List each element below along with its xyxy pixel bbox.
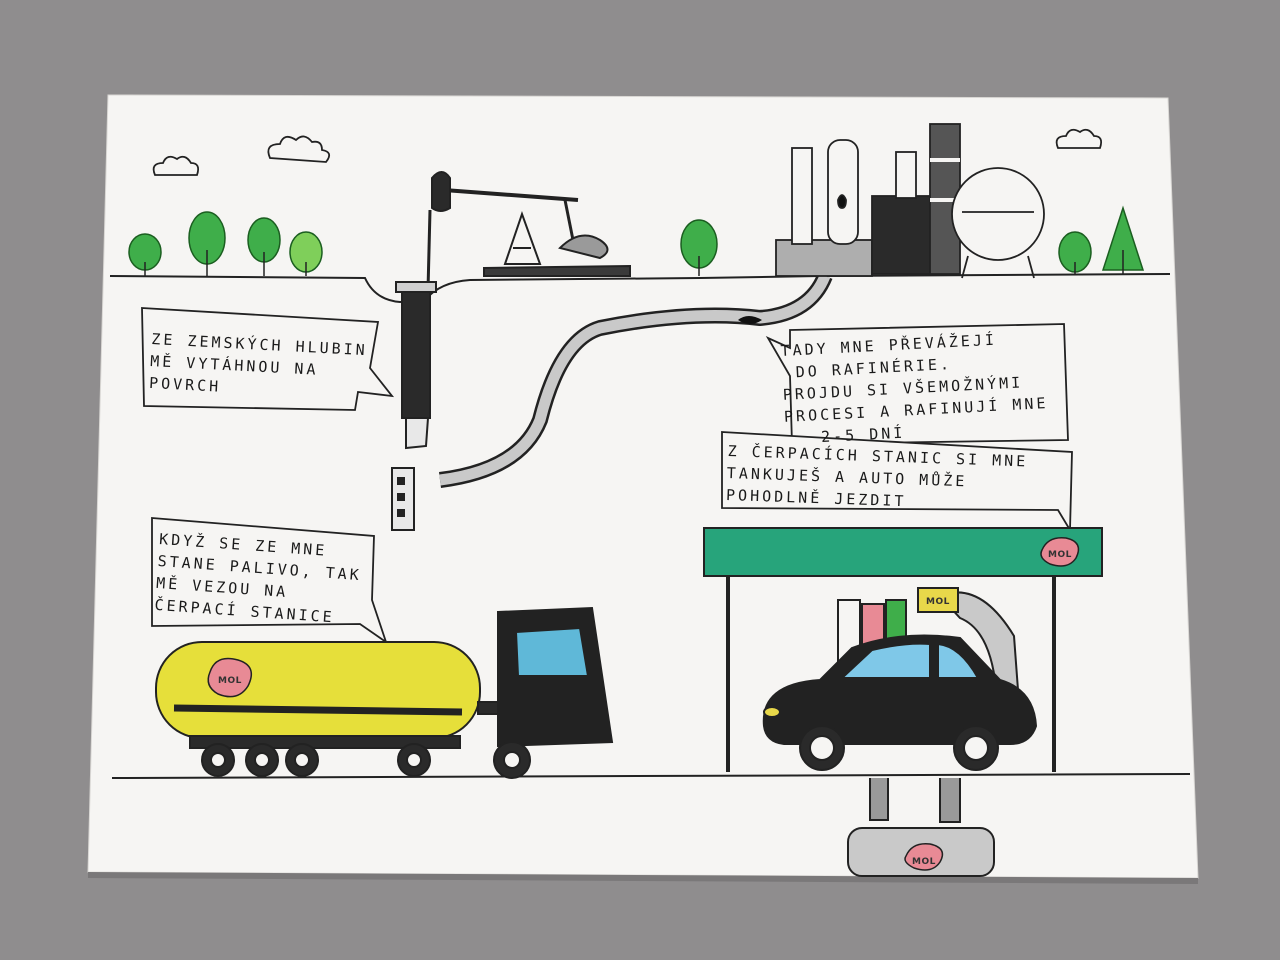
speech-bubble-extraction: [141, 307, 395, 411]
extraction-caption: ZE ZEMSKÝCH HLUBIN MĚ VYTÁHNOU NA POVRCH: [149, 328, 369, 405]
paper-shadow: [88, 872, 1198, 884]
logo-label: MOL: [218, 676, 242, 686]
fuel-caption: KDYŽ SE ZE MNE STANE PALIVO, TAK MĚ VEZO…: [154, 528, 364, 630]
logo-label: MOL: [912, 857, 936, 867]
refinery-icon: [775, 123, 1045, 279]
ground-line-bottom: [111, 773, 1191, 779]
pumpjack-icon: [426, 171, 631, 291]
logo-label: MOL: [926, 597, 950, 607]
station-caption: Z ČERPACÍCH STANIC SI MNE TANKUJEŠ A AUT…: [726, 440, 1029, 516]
tanker-mol-logo: MOL: [207, 657, 253, 698]
oil-drop-icon: [738, 316, 762, 324]
speech-bubble-refinery: [765, 323, 1069, 445]
cloud-icon: [152, 128, 1103, 176]
speech-bubble-station: [721, 431, 1073, 534]
logo-label: MOL: [1048, 550, 1072, 560]
pipeline-inner: [439, 273, 831, 486]
car-icon: [762, 634, 1038, 771]
storage-mol-logo: MOL: [904, 843, 944, 871]
tree-icon: [128, 205, 1145, 276]
well-pipe-icon: [391, 281, 437, 531]
station-canopy-icon: [703, 527, 1103, 772]
refinery-caption: TADY MNE PŘEVÁŽEJÍ DO RAFINÉRIE. PROJDU …: [780, 326, 1050, 450]
canopy-mol-logo: MOL: [1040, 537, 1080, 567]
